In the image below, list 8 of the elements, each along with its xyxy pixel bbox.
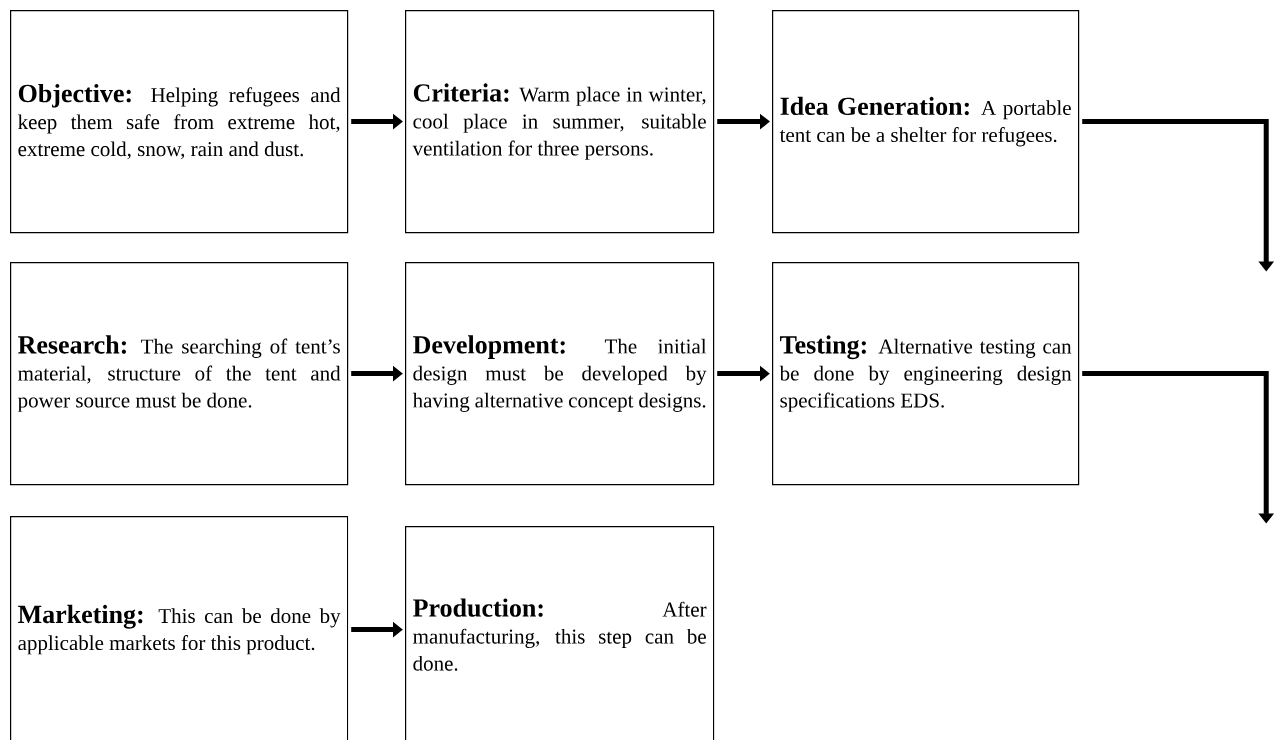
process-box: Objective: Helping refugees and keep them safe from extreme hot, extreme cold, snow, rain and dust. <box>10 10 349 234</box>
process-box: Idea Generation: A portable tent can be a shelter for refugees. <box>772 10 1080 234</box>
process-box: Research: The searching of tent’s material, structure of the tent and power source must be done. <box>10 262 349 486</box>
process-box: Production: After manufacturing, this step can be done. <box>405 526 715 740</box>
process-box: Development: The initial design must be developed by having alternative concept designs. <box>405 262 715 486</box>
process-box: Marketing: This can be done by applicable markets for this product. <box>10 516 349 740</box>
process-box: Criteria: Warm place in winter, cool place in summer, suitable ventilation for three persons. <box>405 10 715 234</box>
process-box: Testing: Alternative testing can be done by engineering design specifications EDS. <box>772 262 1080 486</box>
